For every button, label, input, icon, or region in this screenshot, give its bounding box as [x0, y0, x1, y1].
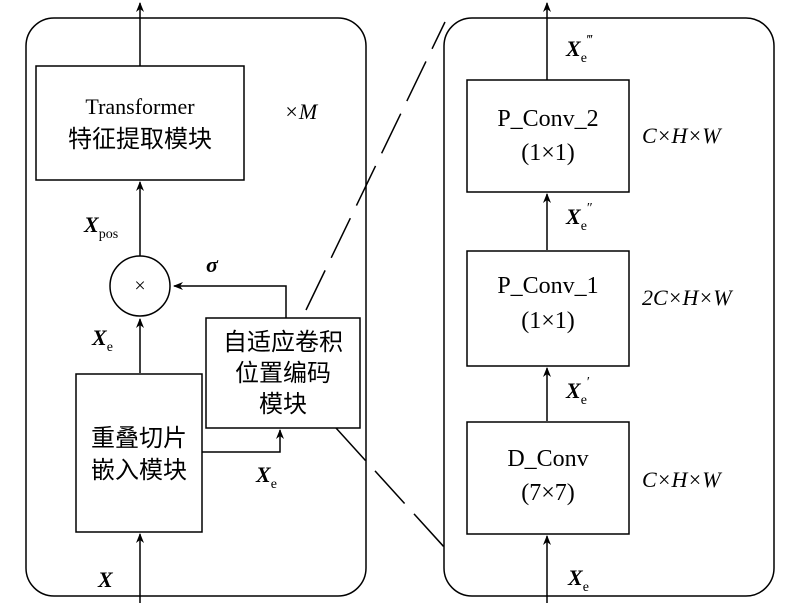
zoom-line-bottom: [335, 427, 446, 549]
xe-input-label: Xe: [567, 565, 589, 595]
p-conv-2-block: [466, 79, 630, 193]
xpos-label: Xpos: [83, 212, 118, 242]
adaptive-conv-block: [205, 317, 361, 429]
x-input-label: X: [97, 567, 114, 592]
transformer-block-line2: 特征提取模块: [68, 126, 212, 153]
adaptive-block-line2: 位置编码: [235, 360, 331, 387]
xe-label-left: Xe: [91, 325, 113, 355]
overlap-block-line1: 重叠切片: [91, 425, 187, 452]
zoom-line-top: [305, 21, 446, 311]
adaptive-block-line1: 自适应卷积: [223, 329, 343, 356]
overlap-block-line2: 嵌入模块: [91, 457, 187, 484]
transformer-block-line1: Transformer: [85, 94, 195, 119]
repeat-label: ×M: [284, 99, 319, 124]
p-conv-1-name: P_Conv_1: [497, 273, 598, 299]
d-conv-block: [466, 421, 630, 535]
xe-triple-label: Xe‴: [565, 33, 593, 66]
d-conv-kernel: (7×7): [521, 480, 575, 506]
p-conv-2-name: P_Conv_2: [497, 106, 598, 132]
multiply-node: [109, 255, 171, 317]
d-conv-name: D_Conv: [507, 446, 588, 472]
multiply-symbol: ×: [134, 275, 145, 297]
adaptive-block-line3: 模块: [259, 391, 307, 418]
p-conv-1-dims: 2C×H×W: [642, 285, 733, 310]
right-panel-frame: [443, 17, 775, 597]
p-conv-1-block: [466, 250, 630, 367]
xe-double-label: Xe″: [565, 201, 593, 234]
d-conv-dims: C×H×W: [642, 467, 722, 492]
transformer-block: [35, 65, 245, 181]
left-panel-frame: [25, 17, 367, 597]
xe-single-label: Xe′: [565, 375, 590, 408]
xe-arrow-bottom: [202, 429, 284, 453]
p-conv-2-dims: C×H×W: [642, 123, 722, 148]
xe-label-bottom: Xe: [255, 462, 277, 492]
sigma-arrow: [173, 282, 287, 318]
p-conv-2-kernel: (1×1): [521, 140, 575, 166]
overlap-patch-block: [75, 373, 203, 533]
p-conv-1-kernel: (1×1): [521, 308, 575, 334]
sigma-label: σ: [206, 252, 219, 277]
